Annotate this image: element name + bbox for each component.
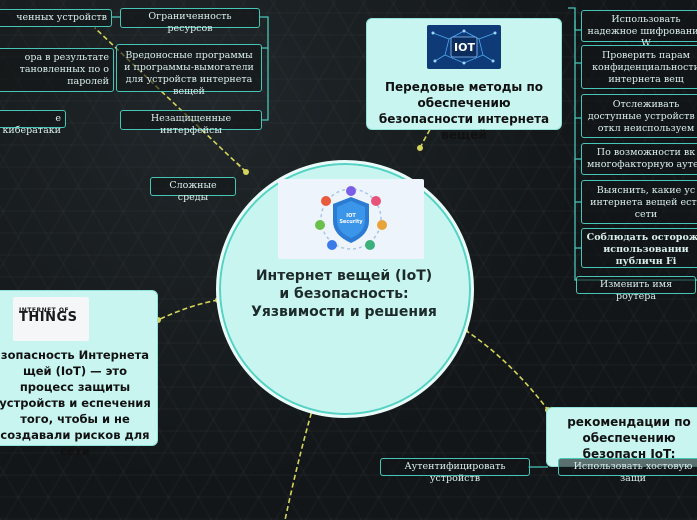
vuln-item-default-passwords[interactable]: ора в результате тановленных по о пароле…: [0, 48, 114, 92]
vuln-item-malware[interactable]: Вредоносные программы и программы-вымога…: [116, 44, 262, 97]
vuln-item-devices[interactable]: ченных устройств: [0, 9, 112, 27]
connector-recommendations: [464, 329, 549, 411]
central-topic-title: Интернет вещей (IoT) и безопасность: Уяз…: [251, 268, 437, 320]
vuln-item-resources[interactable]: Ограниченность ресурсов: [120, 8, 260, 34]
internet-of-things-logo: INTERNET OF THINGS: [13, 297, 89, 341]
things-logo-line1: INTERNET OF: [19, 307, 70, 314]
vuln-item-insecure-interfaces[interactable]: Незащищенные интерфейсы: [120, 110, 262, 136]
connector-bottom: [284, 389, 319, 520]
method-item-privacy-settings[interactable]: Проверить парам конфиденциальности интер…: [581, 45, 697, 89]
method-item-rename-router[interactable]: Изменить имя роутера: [576, 276, 696, 302]
iot-security-image: IOT Security: [278, 179, 424, 259]
method-item-wifi-encryption[interactable]: Использовать надежное шифрования W: [581, 10, 697, 49]
method-item-mfa[interactable]: По возможности вк многофакторную аутен: [581, 143, 697, 175]
topic-definition-text: зопасность Интернета щей (IoT) — это про…: [0, 348, 151, 458]
iot-logo-label: IOT: [454, 41, 475, 54]
things-logo-line2: THINGS: [19, 310, 78, 325]
method-item-monitor-devices[interactable]: Отслеживать доступные устройств и откл н…: [581, 94, 697, 138]
topic-methods[interactable]: IOT Передовые методы по обеспечению безо…: [366, 18, 562, 142]
iot-logo-icon: IOT: [427, 25, 501, 69]
topic-definition[interactable]: INTERNET OF THINGS зопасность Интернета …: [0, 290, 158, 458]
iot-security-image-label: IOT Security: [339, 213, 363, 225]
connector-definition: [157, 299, 219, 321]
topic-recommendations-title: рекомендации по обеспечению безопасн IoT…: [567, 415, 691, 461]
vuln-item-complex-environments[interactable]: Сложные среды: [150, 177, 236, 203]
rec-item-authenticate-devices[interactable]: Аутентифицировать устройств: [380, 458, 530, 484]
topic-methods-title: Передовые методы по обеспечению безопасн…: [378, 80, 550, 142]
method-item-know-devices[interactable]: Выяснить, какие ус интернета вещей есть …: [581, 180, 697, 224]
vuln-item-cyberattacks[interactable]: е кибератаки: [0, 110, 66, 136]
connector-vulnerabilities-main: [94, 27, 247, 173]
rec-item-host-protection[interactable]: Использовать хостовую защи: [558, 458, 697, 484]
method-item-public-wifi[interactable]: Соблюдать осторожн использовании публичн…: [581, 228, 697, 268]
central-topic[interactable]: IOT Security Интернет вещей (IoT) и безо…: [216, 160, 474, 418]
